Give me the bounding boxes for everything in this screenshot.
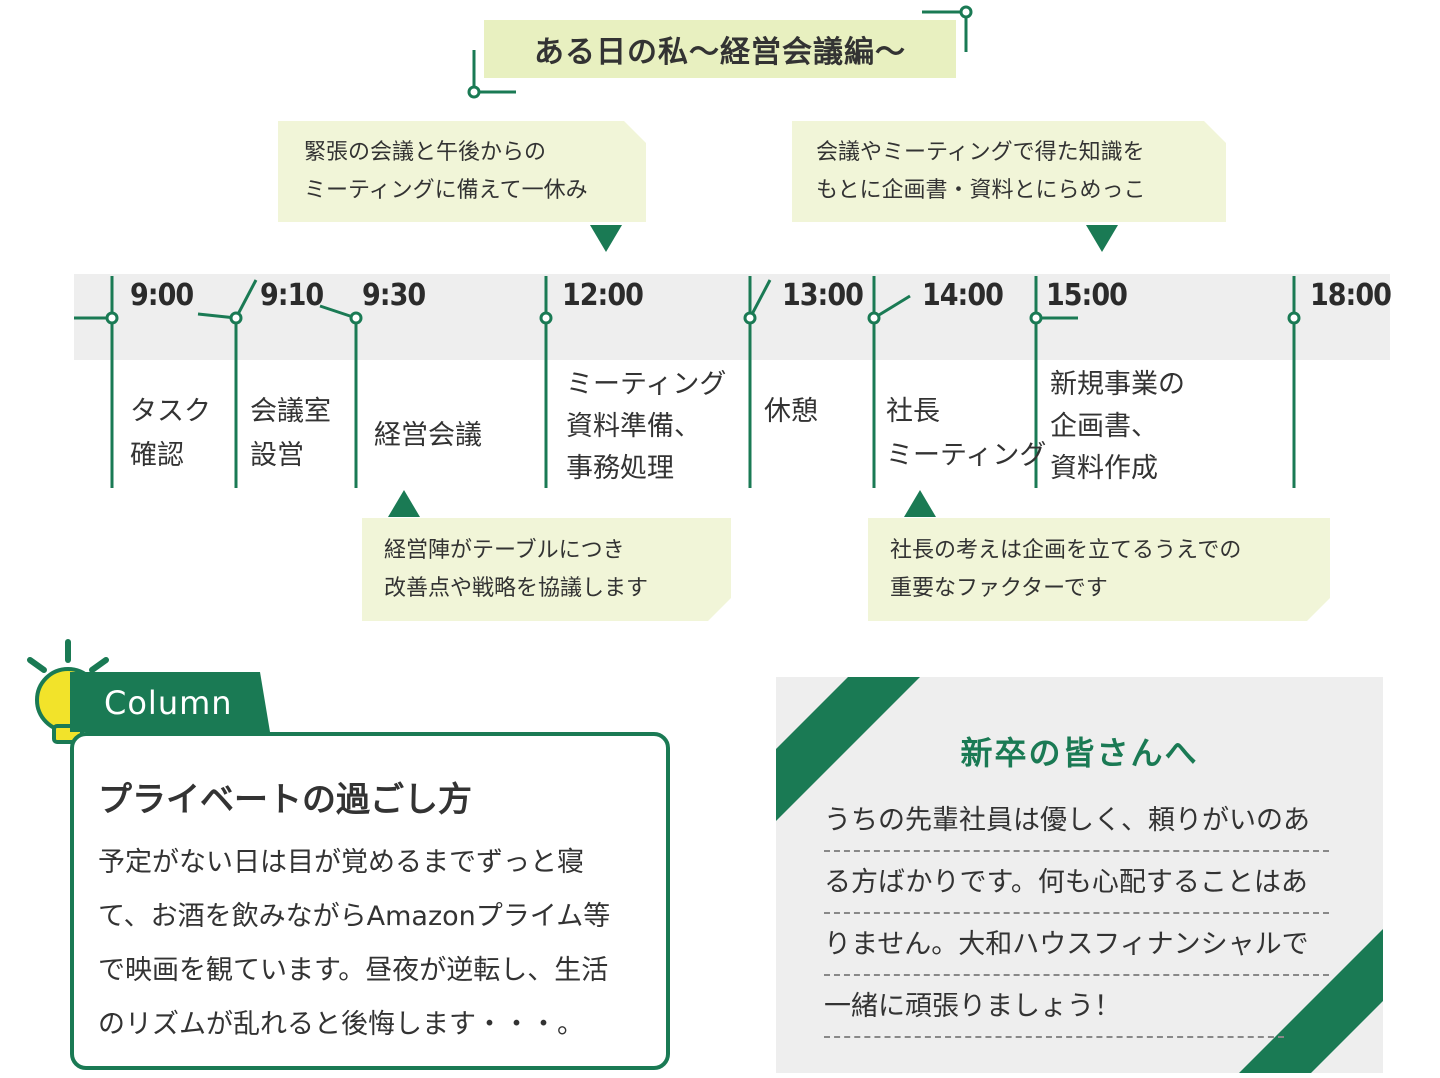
column-text-line: のリズムが乱れると後悔します・・・。 (98, 1009, 584, 1040)
message-title: 新卒の皆さんへ (960, 734, 1199, 772)
balloon-line: 会議やミーティングで得た知識を (816, 140, 1145, 165)
task-line: 事務処理 (566, 453, 674, 484)
balloon-president-meeting: 社長の考えは企画を立てるうえでの 重要なファクターです (890, 532, 1242, 608)
timeline-nodes (105, 311, 1301, 325)
task-line: ミーティング (566, 369, 727, 400)
time-9-00: 9:00 (130, 278, 194, 313)
task-line: 設営 (250, 440, 304, 471)
balloon-pointer-3 (388, 490, 420, 517)
task-president-meeting: 社長 ミーティング (886, 390, 1046, 478)
balloon-line: 改善点や戦略を協議します (384, 576, 649, 601)
task-line: 休憩 (764, 396, 818, 427)
task-line: 会議室 (250, 396, 331, 427)
timeline-band (74, 274, 1390, 360)
time-13-00: 13:00 (782, 278, 864, 313)
task-line: 確認 (130, 440, 184, 471)
balloon-rest-break: 緊張の会議と午後からの ミーティングに備えて一休み (304, 134, 588, 210)
task-line: 資料準備、 (566, 411, 701, 442)
message-text-line: 一緒に頑張りましょう！ (824, 978, 1284, 1038)
message-text-line: うちの先輩社員は優しく、頼りがいのあ (824, 792, 1329, 852)
title-bracket-right (922, 5, 973, 52)
column-text-line: て、お酒を飲みながらAmazonプライム等 (98, 901, 611, 932)
column-text-line: 予定がない日は目が覚めるまでずっと寝 (98, 847, 584, 878)
task-line: タスク (130, 396, 211, 427)
task-line: 社長 (886, 396, 940, 427)
task-break: 休憩 (764, 390, 818, 434)
balloon-management-meeting: 経営陣がテーブルにつき 改善点や戦略を協議します (384, 532, 649, 608)
task-check: タスク 確認 (130, 390, 211, 478)
task-line: 資料作成 (1050, 453, 1158, 484)
column-card (70, 732, 670, 1070)
title-bracket-left (467, 50, 516, 99)
balloon-pointer-2 (1086, 225, 1118, 252)
message-text-line: りません。大和ハウスフィナンシャルで (824, 916, 1329, 976)
task-new-business-docs: 新規事業の 企画書、 資料作成 (1050, 364, 1185, 490)
time-18-00: 18:00 (1310, 278, 1392, 313)
balloon-pointer-1 (590, 225, 622, 252)
column-tab-label: Column (104, 684, 233, 722)
task-room-setup: 会議室 設営 (250, 390, 331, 478)
task-line: 経営会議 (374, 420, 482, 451)
time-12-00: 12:00 (562, 278, 644, 313)
task-meeting-prep: ミーティング 資料準備、 事務処理 (566, 364, 726, 490)
balloon-line: 重要なファクターです (890, 576, 1108, 601)
column-tab (70, 672, 270, 732)
balloon-line: 社長の考えは企画を立てるうえでの (890, 538, 1242, 563)
time-9-30: 9:30 (362, 278, 426, 313)
balloon-pointer-4 (904, 490, 936, 517)
balloon-line: 緊張の会議と午後からの (304, 140, 547, 165)
column-heading: プライベートの過ごし方 (98, 780, 472, 820)
task-management-meeting: 経営会議 (374, 414, 482, 458)
task-line: ミーティング (886, 440, 1047, 471)
time-9-10: 9:10 (260, 278, 324, 313)
balloon-line: 経営陣がテーブルにつき (384, 538, 625, 563)
balloon-line: ミーティングに備えて一休み (304, 178, 588, 203)
task-line: 新規事業の (1050, 369, 1185, 400)
task-line: 企画書、 (1050, 411, 1158, 442)
column-text-line: で映画を観ています。昼夜が逆転し、生活 (98, 955, 609, 986)
message-text-line: る方ばかりです。何も心配することはあ (824, 854, 1329, 914)
time-14-00: 14:00 (922, 278, 1004, 313)
balloon-planning: 会議やミーティングで得た知識を もとに企画書・資料とにらめっこ (816, 134, 1146, 210)
balloon-line: もとに企画書・資料とにらめっこ (816, 178, 1146, 203)
page-title: ある日の私〜経営会議編〜 (484, 20, 956, 78)
time-15-00: 15:00 (1046, 278, 1128, 313)
